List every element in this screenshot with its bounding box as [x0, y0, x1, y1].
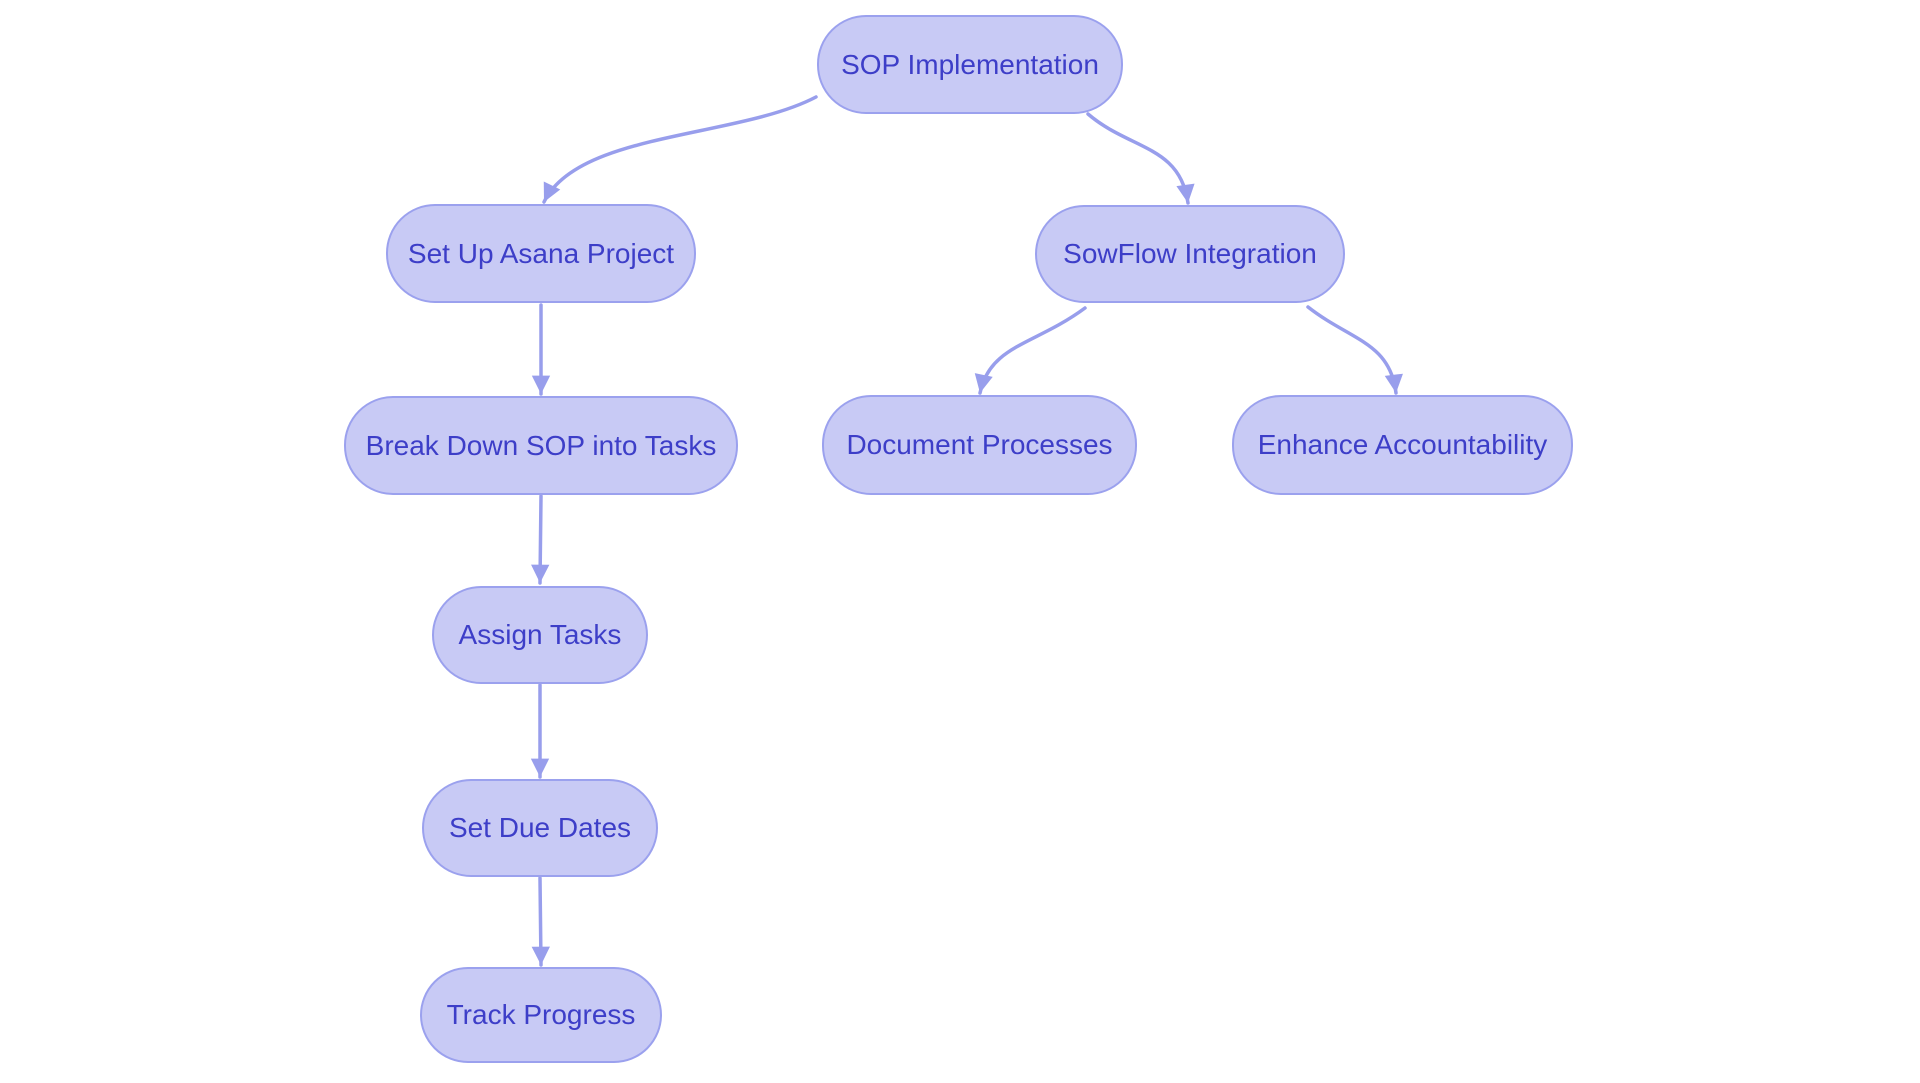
node-label: Set Due Dates: [448, 812, 632, 844]
node-set-up-asana-project: Set Up Asana Project: [386, 204, 696, 303]
edge-sop-implementation-to-set-up-asana-project: [542, 95, 818, 204]
node-assign-tasks: Assign Tasks: [432, 586, 648, 684]
node-label: Track Progress: [446, 999, 636, 1031]
node-label: Break Down SOP into Tasks: [365, 429, 717, 461]
node-document-processes: Document Processes: [822, 395, 1137, 495]
node-label: Set Up Asana Project: [407, 237, 675, 269]
node-label: Document Processes: [846, 429, 1113, 461]
edge-break-down-sop-into-tasks-to-assign-tasks: [531, 494, 550, 585]
node-sop-implementation: SOP Implementation: [817, 15, 1123, 114]
node-break-down-sop-into-tasks: Break Down SOP into Tasks: [344, 396, 738, 495]
node-enhance-accountability: Enhance Accountability: [1232, 395, 1573, 495]
node-label: Assign Tasks: [458, 619, 622, 651]
node-label: SOP Implementation: [841, 48, 1099, 80]
node-label: SowFlow Integration: [1063, 238, 1317, 270]
edge-sowflow-integration-to-document-processes: [974, 306, 1087, 395]
node-label: Enhance Accountability: [1257, 429, 1548, 461]
node-track-progress: Track Progress: [420, 967, 662, 1063]
edge-set-due-dates-to-track-progress: [531, 876, 550, 967]
node-sowflow-integration: SowFlow Integration: [1035, 205, 1345, 303]
edge-sowflow-integration-to-enhance-accountability: [1306, 305, 1403, 395]
node-set-due-dates: Set Due Dates: [422, 779, 658, 877]
edge-sop-implementation-to-sowflow-integration: [1086, 112, 1195, 205]
